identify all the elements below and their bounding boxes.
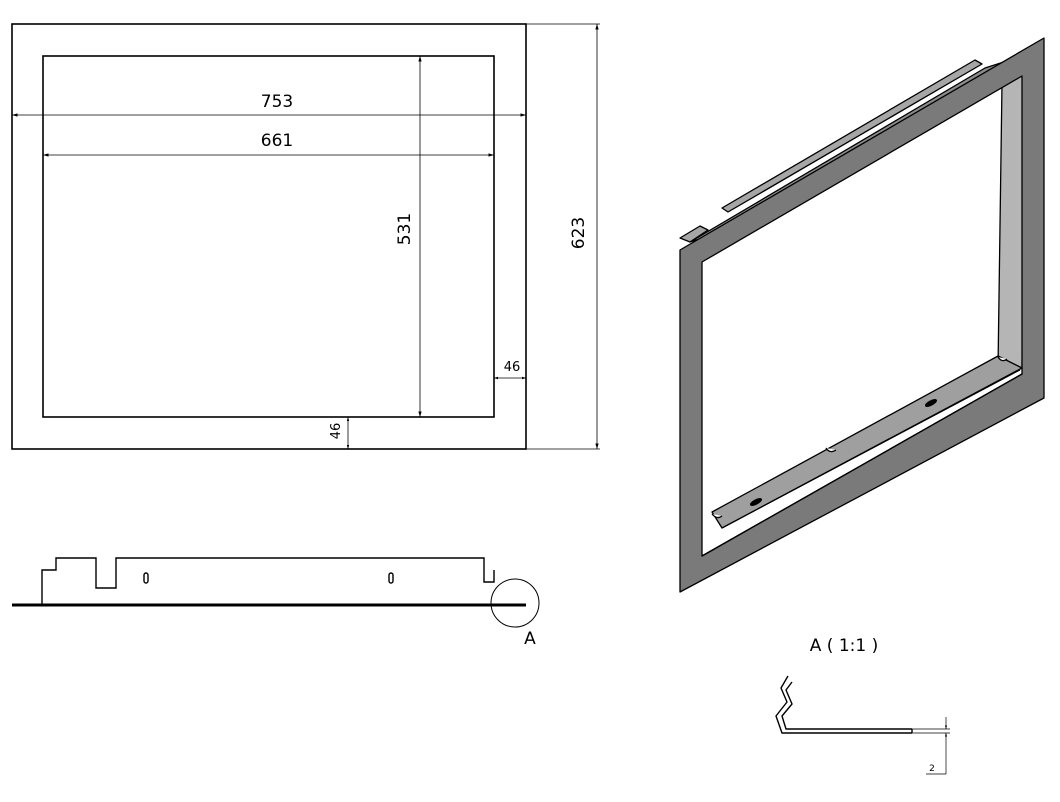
inner-rim-line bbox=[701, 373, 1023, 557]
front-view bbox=[11, 23, 600, 450]
shelf-notch-mid bbox=[825, 447, 837, 453]
detail-a-profile bbox=[775, 675, 913, 734]
dim-text-inner-width: 661 bbox=[261, 131, 293, 151]
shelf-edge-line bbox=[721, 369, 1021, 529]
inner-opening-outline bbox=[42, 55, 495, 418]
detail-a-marker: A bbox=[524, 629, 536, 649]
dim-text-inner-height: 531 bbox=[395, 213, 415, 245]
flange-profile bbox=[41, 557, 495, 605]
shelf-notch-right bbox=[997, 356, 1008, 362]
dim-text-outer-width: 753 bbox=[261, 92, 293, 112]
slot-left bbox=[143, 572, 149, 584]
outer-frame-outline bbox=[11, 23, 527, 450]
top-flange-tab-right bbox=[721, 59, 983, 213]
detail-profile-inner bbox=[781, 681, 912, 730]
slot-right bbox=[388, 572, 394, 584]
isometric-view bbox=[679, 37, 1045, 593]
dim-text-outer-height: 623 bbox=[569, 217, 589, 249]
detail-thickness-text: 2 bbox=[929, 764, 935, 774]
shelf-slot-right bbox=[924, 399, 938, 407]
shelf-slot-left bbox=[749, 498, 763, 506]
dim-text-bottom-border: 46 bbox=[329, 423, 344, 440]
side-view bbox=[12, 557, 540, 628]
detail-a-circle bbox=[490, 578, 540, 628]
detail-profile-outer bbox=[775, 675, 912, 734]
detail-thickness-dim bbox=[912, 717, 950, 775]
dim-text-side-border: 46 bbox=[504, 360, 521, 375]
shelf-notch-left bbox=[711, 513, 723, 519]
detail-title: A ( 1:1 ) bbox=[810, 636, 878, 656]
top-flange-tab-left bbox=[679, 225, 709, 243]
